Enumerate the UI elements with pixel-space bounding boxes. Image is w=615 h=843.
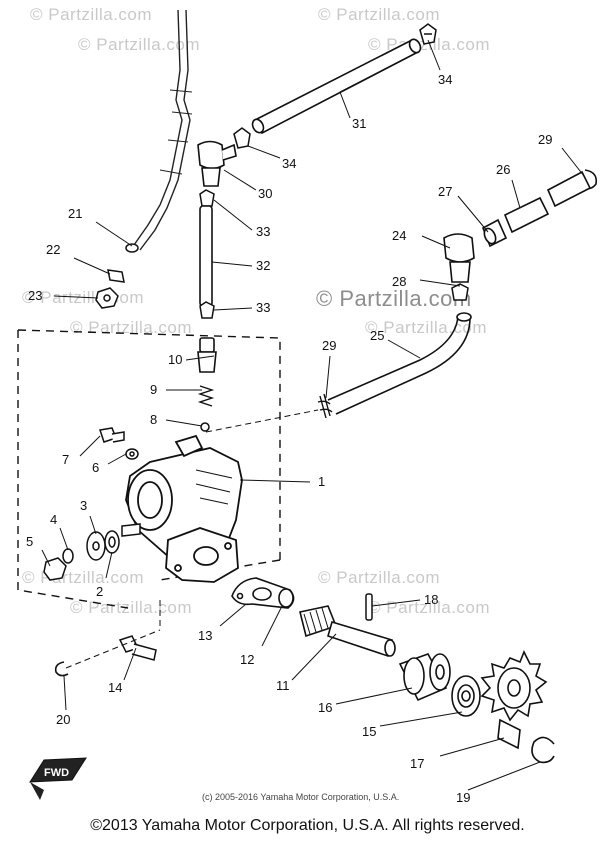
callout-9: 9 [150, 382, 157, 397]
throttle-cable [133, 9, 193, 251]
callout-5: 5 [26, 534, 33, 549]
callout-3: 3 [80, 498, 87, 513]
callout-29: 29 [322, 338, 336, 353]
part-20-clip [54, 661, 69, 677]
part-9-spring [197, 385, 215, 407]
part-27-sleeve [481, 218, 508, 248]
callout-4: 4 [50, 512, 57, 527]
part-24-fitting [443, 233, 475, 283]
callout-labels: 34 31 34 30 33 32 33 21 22 23 29 26 27 2… [26, 72, 552, 805]
callout-13: 13 [198, 628, 212, 643]
callout-2: 2 [96, 584, 103, 599]
part-17-gear [480, 650, 548, 750]
callout-6: 6 [92, 460, 99, 475]
callout-21: 21 [68, 206, 82, 221]
part-10-fitting [197, 337, 217, 373]
part-11-drive-shaft [299, 605, 396, 658]
callout-31: 31 [352, 116, 366, 131]
part-33-cap-upper [199, 189, 215, 207]
callout-32: 32 [256, 258, 270, 273]
part-31-oil-hose [251, 38, 422, 135]
part-7-bolt [99, 427, 125, 443]
callout-1: 1 [318, 474, 325, 489]
callout-12: 12 [240, 652, 254, 667]
part-25-hose [327, 312, 472, 415]
callout-17: 17 [410, 756, 424, 771]
part-23-nut [95, 287, 119, 309]
callout-25: 25 [370, 328, 384, 343]
callout-28: 28 [392, 274, 406, 289]
dashed-connectors [65, 409, 319, 669]
callout-19: 19 [456, 790, 470, 805]
part-3-plate [86, 531, 106, 561]
callout-33: 33 [256, 224, 270, 239]
part-1-oil-pump [125, 434, 243, 583]
callout-34: 34 [438, 72, 452, 87]
part-29-clip [317, 393, 333, 419]
part-6-washer [125, 448, 139, 460]
callout-7: 7 [62, 452, 69, 467]
part-28-cap [451, 283, 469, 301]
callout-30: 30 [258, 186, 272, 201]
callout-29: 29 [538, 132, 552, 147]
fwd-label: FWD [44, 767, 69, 779]
part-15-bearing [451, 675, 481, 717]
callout-20: 20 [56, 712, 70, 727]
part-34-cap-top [419, 23, 437, 45]
callout-16: 16 [318, 700, 332, 715]
part-33-cap-lower [199, 301, 215, 319]
part-12-o-ring [278, 588, 294, 608]
callout-26: 26 [496, 162, 510, 177]
callout-11: 11 [276, 678, 290, 693]
callout-22: 22 [46, 242, 60, 257]
part-4-washer [62, 548, 74, 564]
callout-14: 14 [108, 680, 122, 695]
copyright-footer: ©2013 Yamaha Motor Corporation, U.S.A. A… [90, 817, 525, 834]
fwd-arrow-icon: FWD [29, 757, 87, 800]
pump-shaft [121, 523, 141, 537]
callout-8: 8 [150, 412, 157, 427]
part-19-circlip [531, 736, 555, 764]
part-14-bolt [118, 635, 157, 661]
part-26-hose [503, 170, 592, 234]
part-30-fitting [197, 140, 237, 187]
part-32-pipe [199, 205, 213, 307]
callout-24: 24 [392, 228, 406, 243]
part-2-gasket [104, 530, 120, 554]
part-5-nut [43, 557, 67, 581]
part-8-ball [200, 422, 210, 432]
part-34-cap [233, 127, 251, 149]
callout-18: 18 [424, 592, 438, 607]
part-22-nut [107, 269, 125, 283]
callout-34: 34 [282, 156, 296, 171]
callout-23: 23 [28, 288, 42, 303]
callout-33: 33 [256, 300, 270, 315]
leader-lines [41, 39, 585, 791]
diagram-copyright: (c) 2005-2016 Yamaha Motor Corporation, … [202, 792, 400, 802]
callout-27: 27 [438, 184, 452, 199]
callout-10: 10 [168, 352, 182, 367]
callout-15: 15 [362, 724, 376, 739]
part-21-washer [125, 243, 139, 253]
part-16-collar [398, 653, 451, 702]
part-18-pin [365, 593, 373, 621]
